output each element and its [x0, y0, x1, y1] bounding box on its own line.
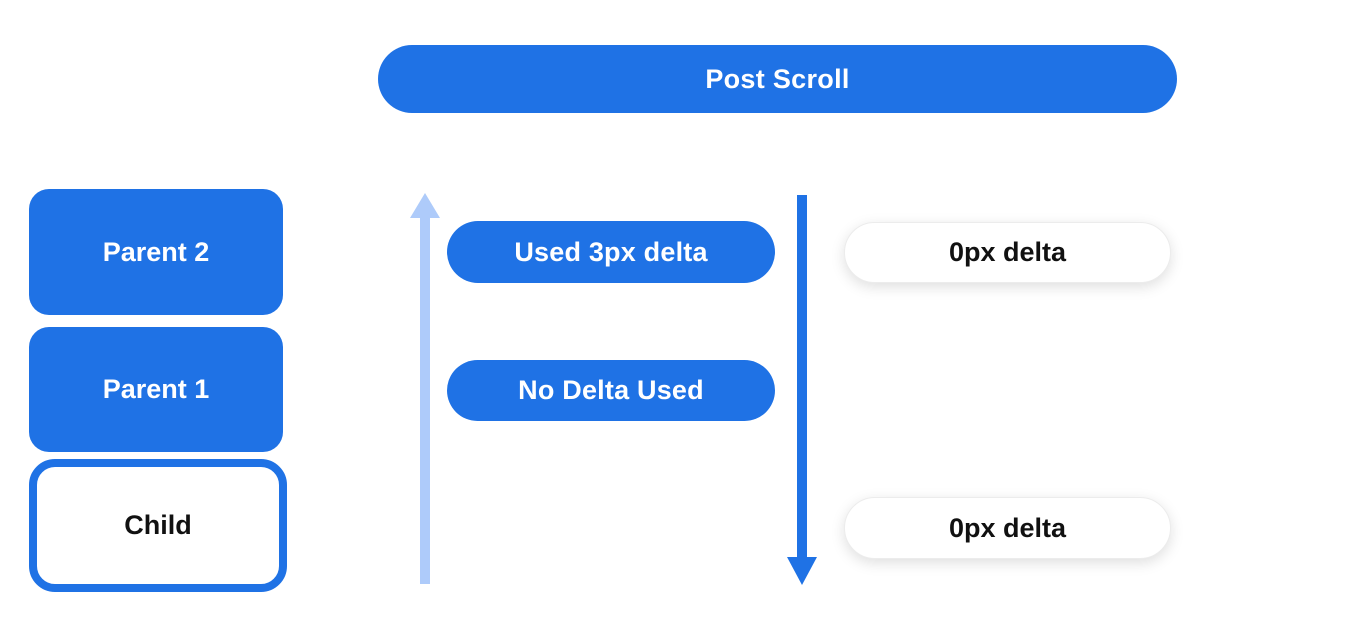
parent-2-label: Parent 2: [102, 236, 210, 267]
zero-delta-bottom-label: 0px delta: [948, 512, 1067, 543]
no-delta-used-label: No Delta Used: [518, 375, 704, 405]
zero-delta-bottom-pill: 0px delta: [844, 497, 1171, 559]
zero-delta-top-pill: 0px delta: [844, 222, 1171, 283]
child-box: Child: [29, 459, 287, 592]
child-label: Child: [124, 510, 192, 540]
post-scroll-title: Post Scroll: [705, 63, 850, 94]
used-3px-delta-pill: Used 3px delta: [447, 221, 775, 283]
down-arrow-shaft: [797, 195, 807, 559]
post-scroll-header-pill: Post Scroll: [378, 45, 1177, 113]
up-arrowhead: [410, 193, 440, 218]
parent-1-label: Parent 1: [102, 374, 210, 404]
no-delta-used-pill: No Delta Used: [447, 360, 775, 421]
used-3px-delta-label: Used 3px delta: [514, 236, 708, 267]
down-arrowhead: [787, 557, 817, 585]
parent-1-box: Parent 1: [29, 327, 283, 452]
parent-2-box: Parent 2: [29, 189, 283, 315]
downward-scroll-arrow-icon: [786, 195, 818, 585]
zero-delta-top-label: 0px delta: [948, 237, 1067, 267]
upward-scroll-arrow-icon: [409, 193, 441, 584]
up-arrow-shaft: [420, 215, 430, 584]
